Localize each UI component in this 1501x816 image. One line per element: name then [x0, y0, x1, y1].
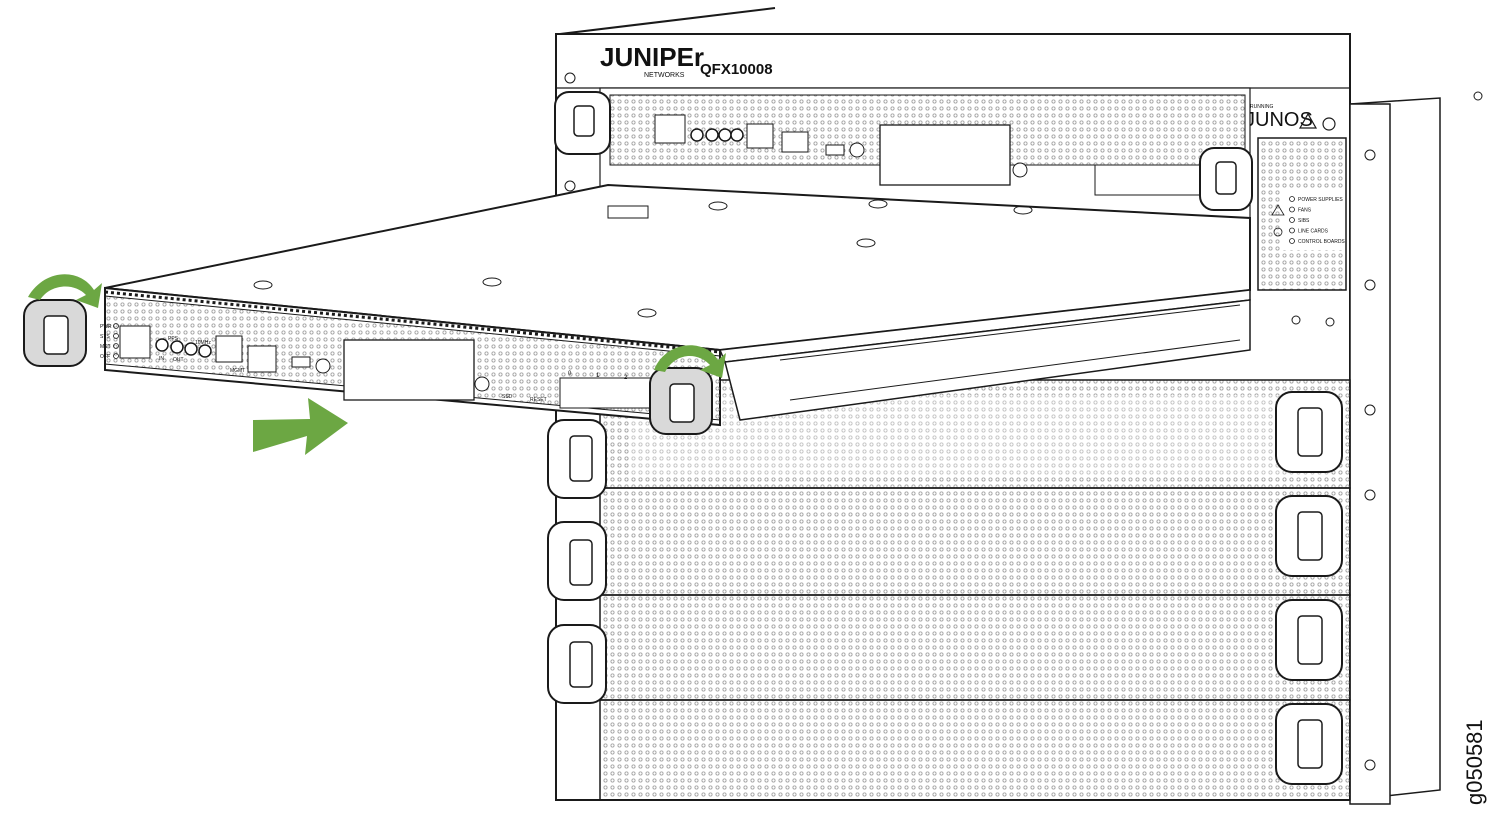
line-card-handle	[1275, 703, 1343, 785]
status-led-label: POWER SUPPLIES	[1298, 197, 1343, 203]
os-name-label: JUNOS	[1245, 109, 1313, 131]
re-led-icon	[113, 343, 119, 349]
ejector-handle-top-left	[554, 91, 611, 155]
re-led-label: OFF	[100, 354, 110, 360]
re-led-label: STS	[100, 334, 110, 340]
re-led-icon	[113, 333, 119, 339]
figure-id: g050581	[1462, 719, 1487, 805]
re-led-icon	[113, 323, 119, 329]
out-label: OUT	[173, 357, 184, 363]
status-led-label: CONTROL BOARDS	[1298, 239, 1345, 245]
brand-strip: JUNIPEr NETWORKS QFX10008 RUNNING JUNOS	[600, 42, 1336, 131]
reset-label: RESET	[530, 397, 547, 403]
re-port-number: 1	[596, 373, 600, 379]
status-led-icon	[1289, 206, 1295, 213]
rotate-arrow-icon	[28, 274, 102, 308]
pps-label: PPS	[168, 336, 179, 342]
warning-triangle-icon	[1298, 112, 1318, 129]
mgmt-label: MGMT	[230, 368, 245, 374]
routing-engine-being-inserted: PWR STS MST OFF PPS 10MHz IN OUT MGMT SSD R…	[23, 183, 1251, 435]
status-led-icon	[1289, 238, 1295, 244]
line-card-slots	[547, 315, 1351, 801]
status-led-icon	[1289, 196, 1295, 202]
line-card-handle	[1275, 391, 1343, 473]
os-running-label: RUNNING	[1250, 104, 1273, 110]
brand-logo: JUNIPEr	[600, 42, 704, 72]
ssd-label: SSD	[502, 394, 513, 400]
line-card-handle	[1275, 495, 1343, 577]
rotate-arrow-icon	[654, 345, 726, 378]
brand-logo-sub: NETWORKS	[644, 72, 685, 79]
line-card-handle	[547, 624, 607, 704]
line-card-handle	[1275, 599, 1343, 681]
chassis-model: QFX10008	[700, 61, 773, 78]
chassis-status-panel: POWER SUPPLIES FANS SIBS LINE CARDS CONTROL …	[1257, 137, 1347, 291]
line-card-handle	[547, 521, 607, 601]
status-led-label: SIBS	[1298, 218, 1310, 224]
line-card-handle	[547, 419, 607, 499]
re-led-icon	[113, 353, 119, 359]
status-led-label: FANS	[1298, 208, 1312, 214]
ejector-handle-top-right	[1199, 147, 1253, 211]
rotate-handles-arrows	[28, 274, 726, 378]
ground-icon	[1322, 117, 1336, 131]
re-port-number: 2	[624, 375, 628, 381]
re-led-label: MST	[100, 344, 111, 350]
status-led-label: LINE CARDS	[1298, 229, 1329, 235]
status-led-icon	[1289, 227, 1295, 234]
status-led-icon	[1289, 217, 1295, 223]
re-port-number: 0	[568, 371, 572, 377]
tod-label: 10MHz	[195, 340, 211, 346]
insert-direction-arrow	[253, 398, 348, 455]
rack-screw-icon	[1364, 149, 1376, 161]
in-label: IN	[159, 356, 164, 362]
re-led-label: PWR	[100, 324, 112, 330]
